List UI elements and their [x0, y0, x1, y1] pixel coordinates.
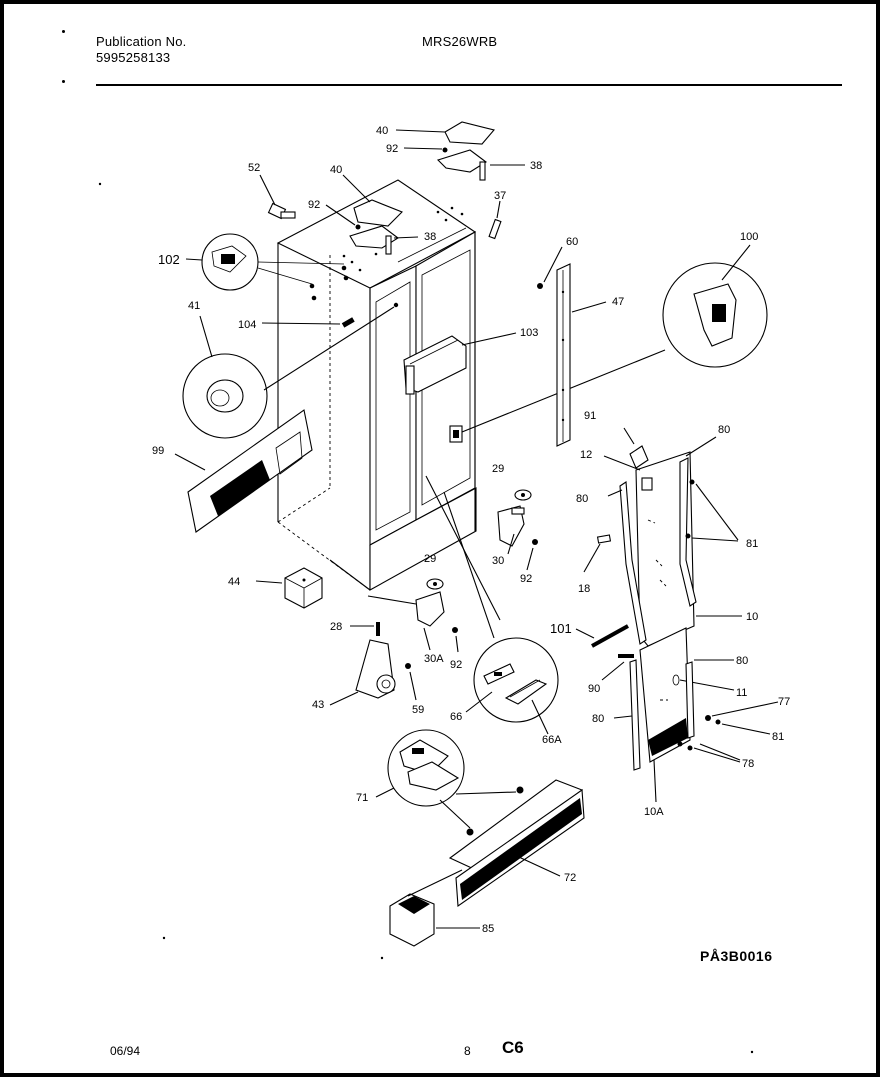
- callout-12: 12: [580, 449, 592, 461]
- callout-38: 38: [530, 160, 542, 172]
- handle-103: [403, 332, 517, 395]
- callout-90: 90: [588, 683, 600, 695]
- detail-circle-100: [449, 244, 768, 443]
- publication-block: Publication No. 5995258133: [96, 34, 186, 66]
- bracket-30a: [367, 578, 459, 653]
- part-85: [389, 869, 480, 947]
- detail-circle-71: [375, 729, 524, 836]
- footer-section-code: C6: [502, 1038, 524, 1057]
- callout-18: 18: [578, 583, 590, 595]
- callout-102: 102: [158, 252, 180, 267]
- callout-60: 60: [566, 236, 578, 248]
- callout-29: 29: [492, 463, 504, 475]
- callout-72: 72: [564, 872, 576, 884]
- screws-near-hinge: [257, 261, 349, 301]
- part-104: [261, 317, 355, 328]
- callout-10: 10: [746, 611, 758, 623]
- punch-mark: [62, 80, 65, 83]
- callout-37: 37: [494, 190, 506, 202]
- duct-assembly-10: [583, 427, 742, 647]
- callout-101: 101: [550, 621, 572, 636]
- callout-40: 40: [376, 125, 388, 137]
- callout-100: 100: [740, 231, 758, 243]
- callout-92: 92: [520, 573, 532, 585]
- callout-80: 80: [736, 655, 748, 667]
- callout-28: 28: [330, 621, 342, 633]
- callout-52: 52: [248, 162, 260, 174]
- callout-77: 77: [778, 696, 790, 708]
- callout-10a: 10A: [644, 806, 664, 818]
- detail-circle-102: [185, 233, 259, 291]
- cabinet-shell: [276, 179, 477, 591]
- part-diagram-code: PÅ3B0016: [700, 948, 773, 964]
- publication-label: Publication No.: [96, 34, 187, 49]
- top-hinge-cover-right: [395, 121, 525, 181]
- callout-43: 43: [312, 699, 324, 711]
- callout-104: 104: [238, 319, 256, 331]
- detail-circle-41: [182, 302, 399, 439]
- callout-92: 92: [386, 143, 398, 155]
- publication-number: 5995258133: [96, 50, 171, 65]
- callout-99: 99: [152, 445, 164, 457]
- top-hinge-cover-left: [325, 174, 419, 255]
- handle-part-52: [259, 174, 296, 220]
- callout-80: 80: [718, 424, 730, 436]
- callout-85: 85: [482, 923, 494, 935]
- callout-103: 103: [520, 327, 538, 339]
- callout-30a: 30A: [424, 653, 444, 665]
- callout-91: 91: [584, 410, 596, 422]
- callout-59: 59: [412, 704, 424, 716]
- callout-44: 44: [228, 576, 240, 588]
- header-rule: [96, 84, 842, 86]
- callout-66: 66: [450, 711, 462, 723]
- callout-92: 92: [450, 659, 462, 671]
- rail-47: [537, 246, 607, 447]
- footer-page-number: 8: [464, 1044, 471, 1058]
- callout-66a: 66A: [542, 734, 562, 746]
- callout-30: 30: [492, 555, 504, 567]
- callout-38: 38: [424, 231, 436, 243]
- bracket-30: [497, 489, 538, 571]
- punch-mark: [62, 30, 65, 33]
- model-number: MRS26WRB: [422, 34, 498, 49]
- panel-10a: [613, 627, 779, 803]
- callout-80: 80: [576, 493, 588, 505]
- callout-41: 41: [188, 300, 200, 312]
- grille-72: [448, 779, 585, 908]
- callout-81: 81: [746, 538, 758, 550]
- callout-71: 71: [356, 792, 368, 804]
- callout-29: 29: [424, 553, 436, 565]
- callout-47: 47: [612, 296, 624, 308]
- callout-labels: 40 92 38 52 40 37 92 38 100 60 102 41 47…: [152, 125, 790, 935]
- callout-11: 11: [736, 687, 747, 699]
- part-44: [255, 567, 323, 609]
- vent-panel-99: [174, 409, 313, 533]
- callout-81: 81: [772, 731, 784, 743]
- callout-92: 92: [308, 199, 320, 211]
- callout-40: 40: [330, 164, 342, 176]
- part-101: [575, 624, 634, 681]
- detail-circle-66: [425, 475, 559, 735]
- hinge-pin-37: [488, 200, 502, 240]
- callout-80: 80: [592, 713, 604, 725]
- part-43-assembly: [329, 622, 417, 706]
- footer-date: 06/94: [110, 1044, 141, 1058]
- callout-78: 78: [742, 758, 754, 770]
